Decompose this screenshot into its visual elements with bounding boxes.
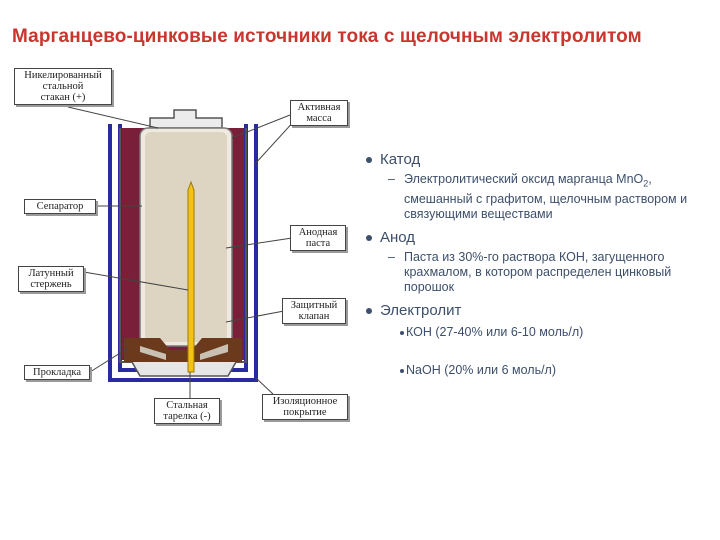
electrolyte-section: Электролит КОН (27-40% или 6-10 моль/л) … [362,301,712,378]
info-panel: Катод – Электролитический оксид марганца… [362,150,712,378]
bullet-icon [366,157,372,163]
label-gasket: Прокладка [24,365,90,380]
bullet-icon [366,234,372,241]
bullet-icon [366,307,372,314]
cathode-heading: Катод [380,151,421,168]
label-safety-valve: Защитный клапан [282,298,346,324]
anode-paste [145,132,227,342]
label-separator: Сепаратор [24,199,96,214]
dash-icon: – [388,172,395,186]
cathode-description: – Электролитический оксид марганца MnO2,… [388,172,688,221]
koh-item: КОН (27-40% или 6-10 моль/л) [362,325,712,340]
electrolyte-heading: Электролит [380,301,462,319]
brass-rod [187,180,195,373]
anode-description: – Паста из 30%-го раствора КОН, загущенн… [388,249,672,294]
label-anode-paste: Анодная паста [290,225,346,251]
small-bullet-icon [400,368,404,373]
label-active-mass: Активная масса [290,100,348,126]
label-insulating-coating: Изоляционное покрытие [262,394,348,420]
slide-title: Марганцево-цинковые источники тока с щел… [12,26,642,47]
dash-icon: – [388,249,395,264]
anode-heading: Анод [380,228,416,246]
naoh-item: NaOH (20% или 6 моль/л) [362,363,712,378]
anode-section: Анод – Паста из 30%-го раствора КОН, заг… [362,228,712,295]
cathode-section: Катод – Электролитический оксид марганца… [362,150,712,222]
bottom-plate [131,361,237,377]
label-nickel-cup: Никелированный стальной стакан (+) [14,68,112,105]
top-cap [149,109,223,129]
small-bullet-icon [400,330,404,335]
label-steel-plate: Стальная тарелка (-) [154,398,220,424]
label-brass-rod: Латунный стержень [18,266,84,292]
